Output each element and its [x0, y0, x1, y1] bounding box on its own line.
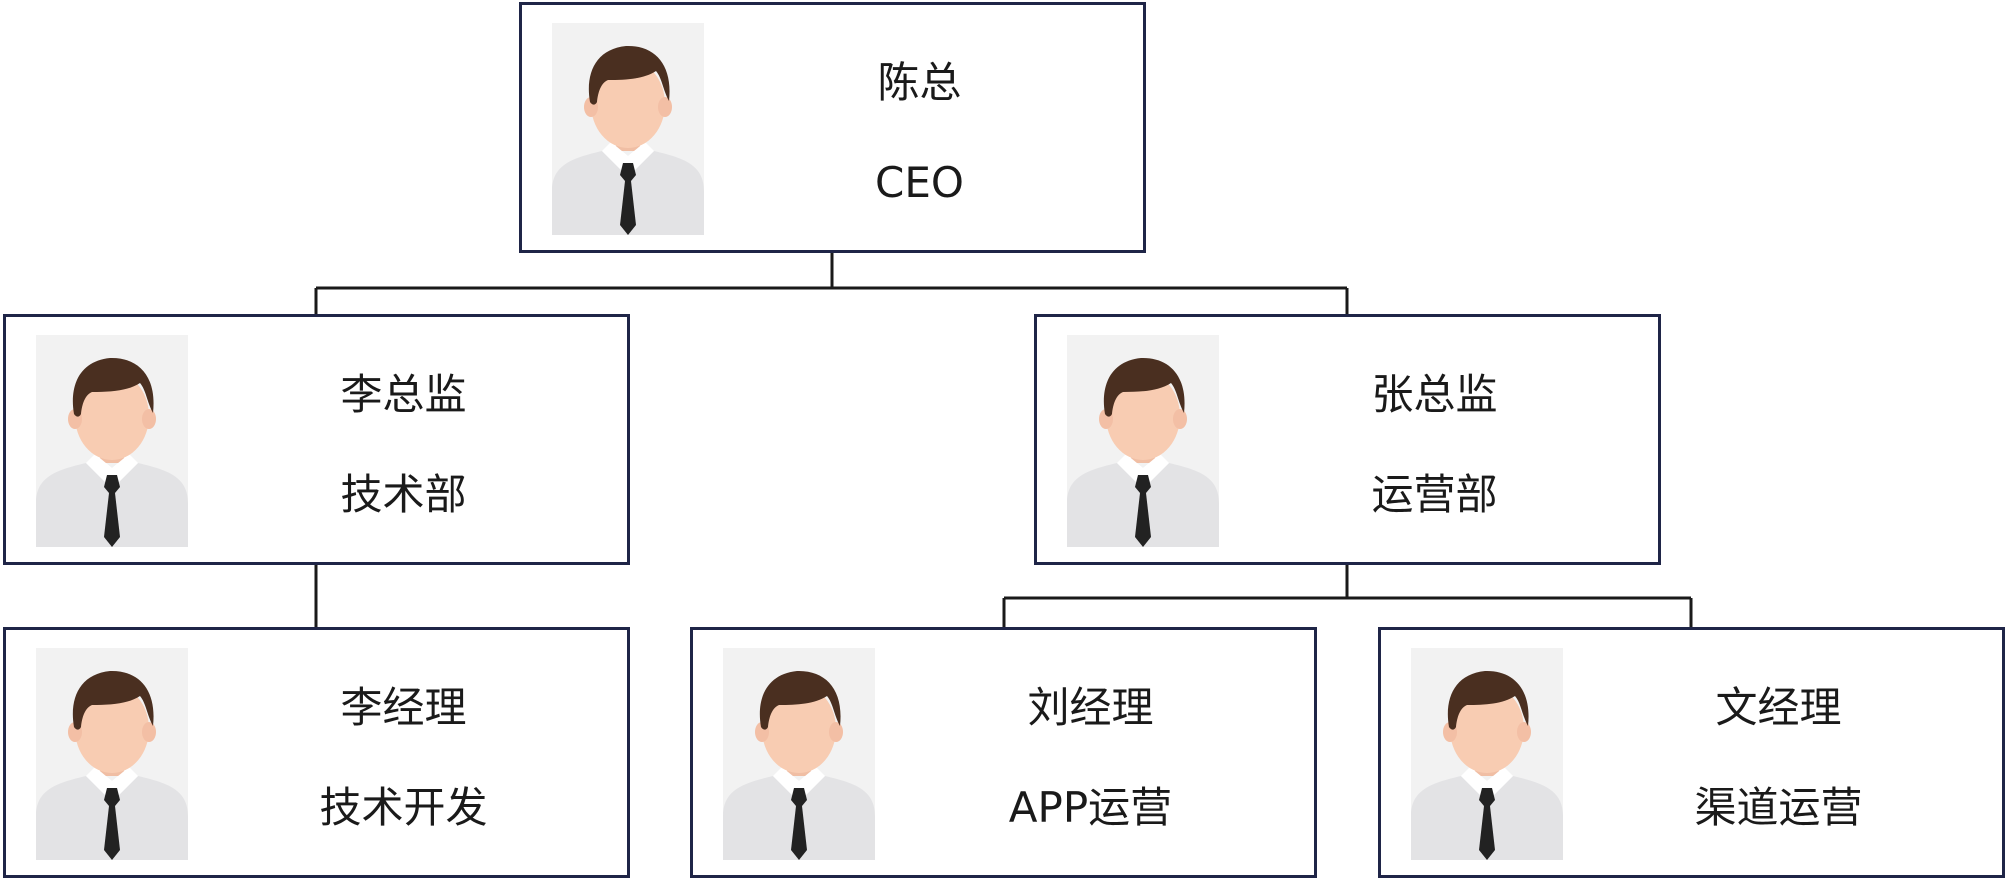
person-avatar-icon [552, 23, 704, 235]
person-avatar-icon [1067, 335, 1219, 547]
node-title: 渠道运营 [1694, 783, 1863, 832]
node-name: 陈总 [877, 58, 962, 107]
connector-ops-director-to-managers [1002, 565, 1693, 628]
node-text: 李总监 技术部 [196, 317, 611, 562]
person-avatar-icon [1411, 648, 1563, 860]
node-title: 运营部 [1371, 470, 1498, 519]
node-tech-director[interactable]: 李总监 技术部 [3, 314, 630, 565]
node-ceo[interactable]: 陈总 CEO [519, 2, 1146, 253]
node-title: APP运营 [1008, 783, 1173, 832]
person-avatar-icon [36, 648, 188, 860]
node-channel-manager[interactable]: 文经理 渠道运营 [1378, 627, 2005, 878]
node-name: 李总监 [340, 370, 467, 419]
node-app-manager[interactable]: 刘经理 APP运营 [690, 627, 1317, 878]
node-title: 技术部 [340, 470, 467, 519]
node-text: 陈总 CEO [712, 5, 1127, 250]
node-name: 张总监 [1371, 370, 1498, 419]
node-name: 李经理 [340, 683, 467, 732]
node-title: 技术开发 [319, 783, 488, 832]
node-name: 文经理 [1715, 683, 1842, 732]
node-ops-director[interactable]: 张总监 运营部 [1034, 314, 1661, 565]
node-text: 刘经理 APP运营 [883, 630, 1298, 875]
node-text: 文经理 渠道运营 [1571, 630, 1986, 875]
node-title: CEO [875, 158, 964, 207]
connector-ceo-to-directors [314, 252, 1349, 316]
node-name: 刘经理 [1027, 683, 1154, 732]
person-avatar-icon [723, 648, 875, 860]
node-tech-manager[interactable]: 李经理 技术开发 [3, 627, 630, 878]
node-text: 张总监 运营部 [1227, 317, 1642, 562]
node-text: 李经理 技术开发 [196, 630, 611, 875]
person-avatar-icon [36, 335, 188, 547]
